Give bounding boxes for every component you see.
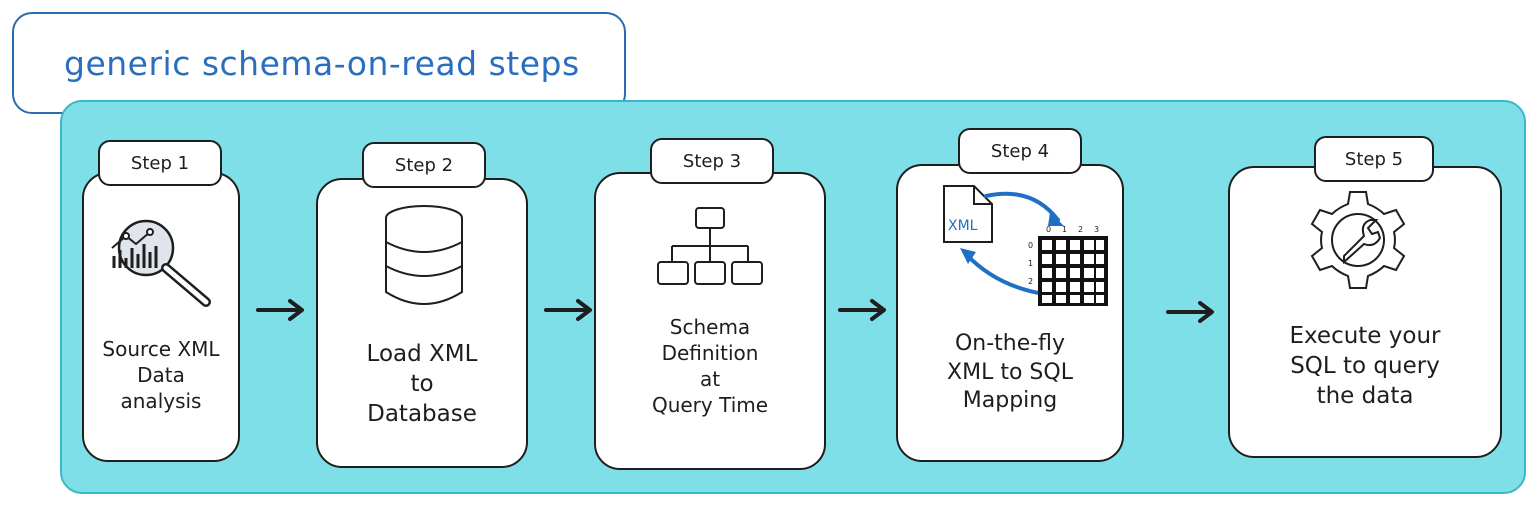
step-5-tab: Step 5: [1314, 136, 1434, 182]
step-2-label: Load XML to Database: [366, 341, 478, 427]
step-1-label: Source XML Data analysis: [102, 337, 220, 413]
step-1-card: [82, 172, 240, 462]
arrow-4-to-5: [1166, 301, 1214, 323]
step-3-label: Schema Definition at Query Time: [651, 315, 769, 417]
chart-magnifier-icon: [111, 219, 211, 307]
arrow-1-to-2: [256, 299, 304, 321]
col-index-3: 3: [1094, 225, 1099, 234]
step-5-label: Execute your SQL to query the data: [1289, 323, 1441, 409]
row-index-0: 0: [1028, 241, 1033, 250]
title-box: generic schema-on-read steps: [12, 12, 626, 114]
diagram-title: generic schema-on-read steps: [64, 43, 580, 83]
xml-file-label: XML: [948, 218, 978, 234]
col-index-0: 0: [1046, 225, 1051, 234]
gear-wrench-icon: [1310, 191, 1406, 289]
step-2-tab: Step 2: [362, 142, 486, 188]
step-4-label: On-the-fly XML to SQL Mapping: [947, 331, 1073, 414]
col-index-2: 2: [1078, 225, 1083, 234]
col-index-1: 1: [1062, 225, 1067, 234]
step-4-card: [896, 164, 1124, 462]
hierarchy-icon: [657, 207, 763, 285]
step-4-tab: Step 4: [958, 128, 1082, 174]
arrow-2-to-3: [544, 299, 592, 321]
arrow-3-to-4: [838, 299, 886, 321]
xml-to-table-icon: XML 0 1 2 3 0 1 2: [943, 185, 1108, 306]
row-index-1: 1: [1028, 259, 1033, 268]
step-3-tab: Step 3: [650, 138, 774, 184]
step-2-card: [316, 178, 528, 468]
row-index-2: 2: [1028, 277, 1033, 286]
database-icon: [385, 205, 463, 305]
step-1-tab: Step 1: [98, 140, 222, 186]
